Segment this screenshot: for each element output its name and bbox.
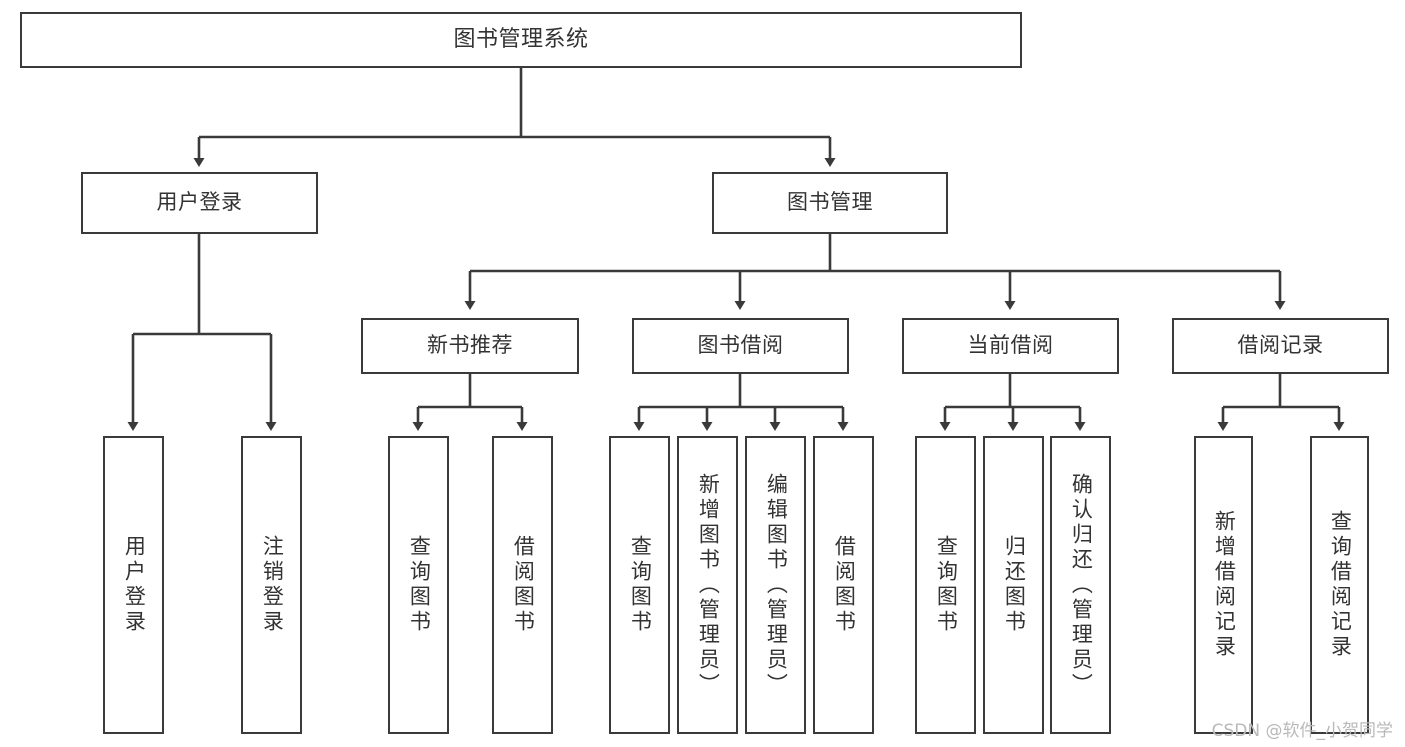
leaf-recommend-borrow-book[interactable]: 借阅图书	[492, 436, 553, 734]
leaf-current-query-book[interactable]: 查询图书	[915, 436, 976, 734]
node-label: 确认归还（管理员）	[1069, 472, 1094, 698]
node-label: 查询图书	[407, 535, 432, 635]
node-borrow-record[interactable]: 借阅记录	[1172, 318, 1389, 374]
leaf-borrow-borrow-book[interactable]: 借阅图书	[813, 436, 874, 734]
node-label: 新增图书（管理员）	[696, 472, 721, 698]
leaf-record-query-record[interactable]: 查询借阅记录	[1310, 436, 1369, 734]
csdn-watermark: CSDN @软件_小贺同学	[1211, 721, 1393, 741]
node-label: 归还图书	[1002, 535, 1027, 635]
leaf-user-logout[interactable]: 注销登录	[241, 436, 302, 734]
node-book-borrow[interactable]: 图书借阅	[632, 318, 849, 374]
node-label: 用户登录	[156, 190, 243, 215]
node-label: 查询图书	[934, 535, 959, 635]
node-label: 借阅记录	[1237, 333, 1324, 358]
node-label: 新书推荐	[427, 333, 513, 358]
node-label: 编辑图书（管理员）	[764, 472, 789, 698]
node-user-login[interactable]: 用户登录	[81, 172, 318, 234]
node-label: 用户登录	[122, 535, 147, 635]
leaf-borrow-edit-book[interactable]: 编辑图书（管理员）	[745, 436, 806, 734]
leaf-record-add-record[interactable]: 新增借阅记录	[1194, 436, 1253, 734]
node-label: 借阅图书	[832, 535, 857, 635]
node-new-book-recommend[interactable]: 新书推荐	[361, 318, 579, 374]
leaf-recommend-query-book[interactable]: 查询图书	[388, 436, 449, 734]
leaf-borrow-add-book[interactable]: 新增图书（管理员）	[677, 436, 738, 734]
node-root-system[interactable]: 图书管理系统	[20, 12, 1022, 68]
leaf-borrow-query-book[interactable]: 查询图书	[609, 436, 670, 734]
node-label: 查询借阅记录	[1328, 510, 1353, 660]
node-book-management[interactable]: 图书管理	[712, 172, 948, 234]
node-current-borrow[interactable]: 当前借阅	[902, 318, 1119, 374]
node-label: 图书管理系统	[453, 26, 589, 52]
node-label: 查询图书	[628, 535, 653, 635]
node-label: 新增借阅记录	[1212, 510, 1237, 660]
node-label: 图书借阅	[697, 333, 784, 358]
node-label: 注销登录	[260, 535, 285, 635]
leaf-user-login[interactable]: 用户登录	[103, 436, 164, 734]
leaf-current-confirm-return[interactable]: 确认归还（管理员）	[1050, 436, 1111, 734]
leaf-current-return-book[interactable]: 归还图书	[983, 436, 1044, 734]
node-label: 借阅图书	[511, 535, 536, 635]
node-label: 图书管理	[787, 190, 873, 215]
node-label: 当前借阅	[967, 333, 1054, 358]
